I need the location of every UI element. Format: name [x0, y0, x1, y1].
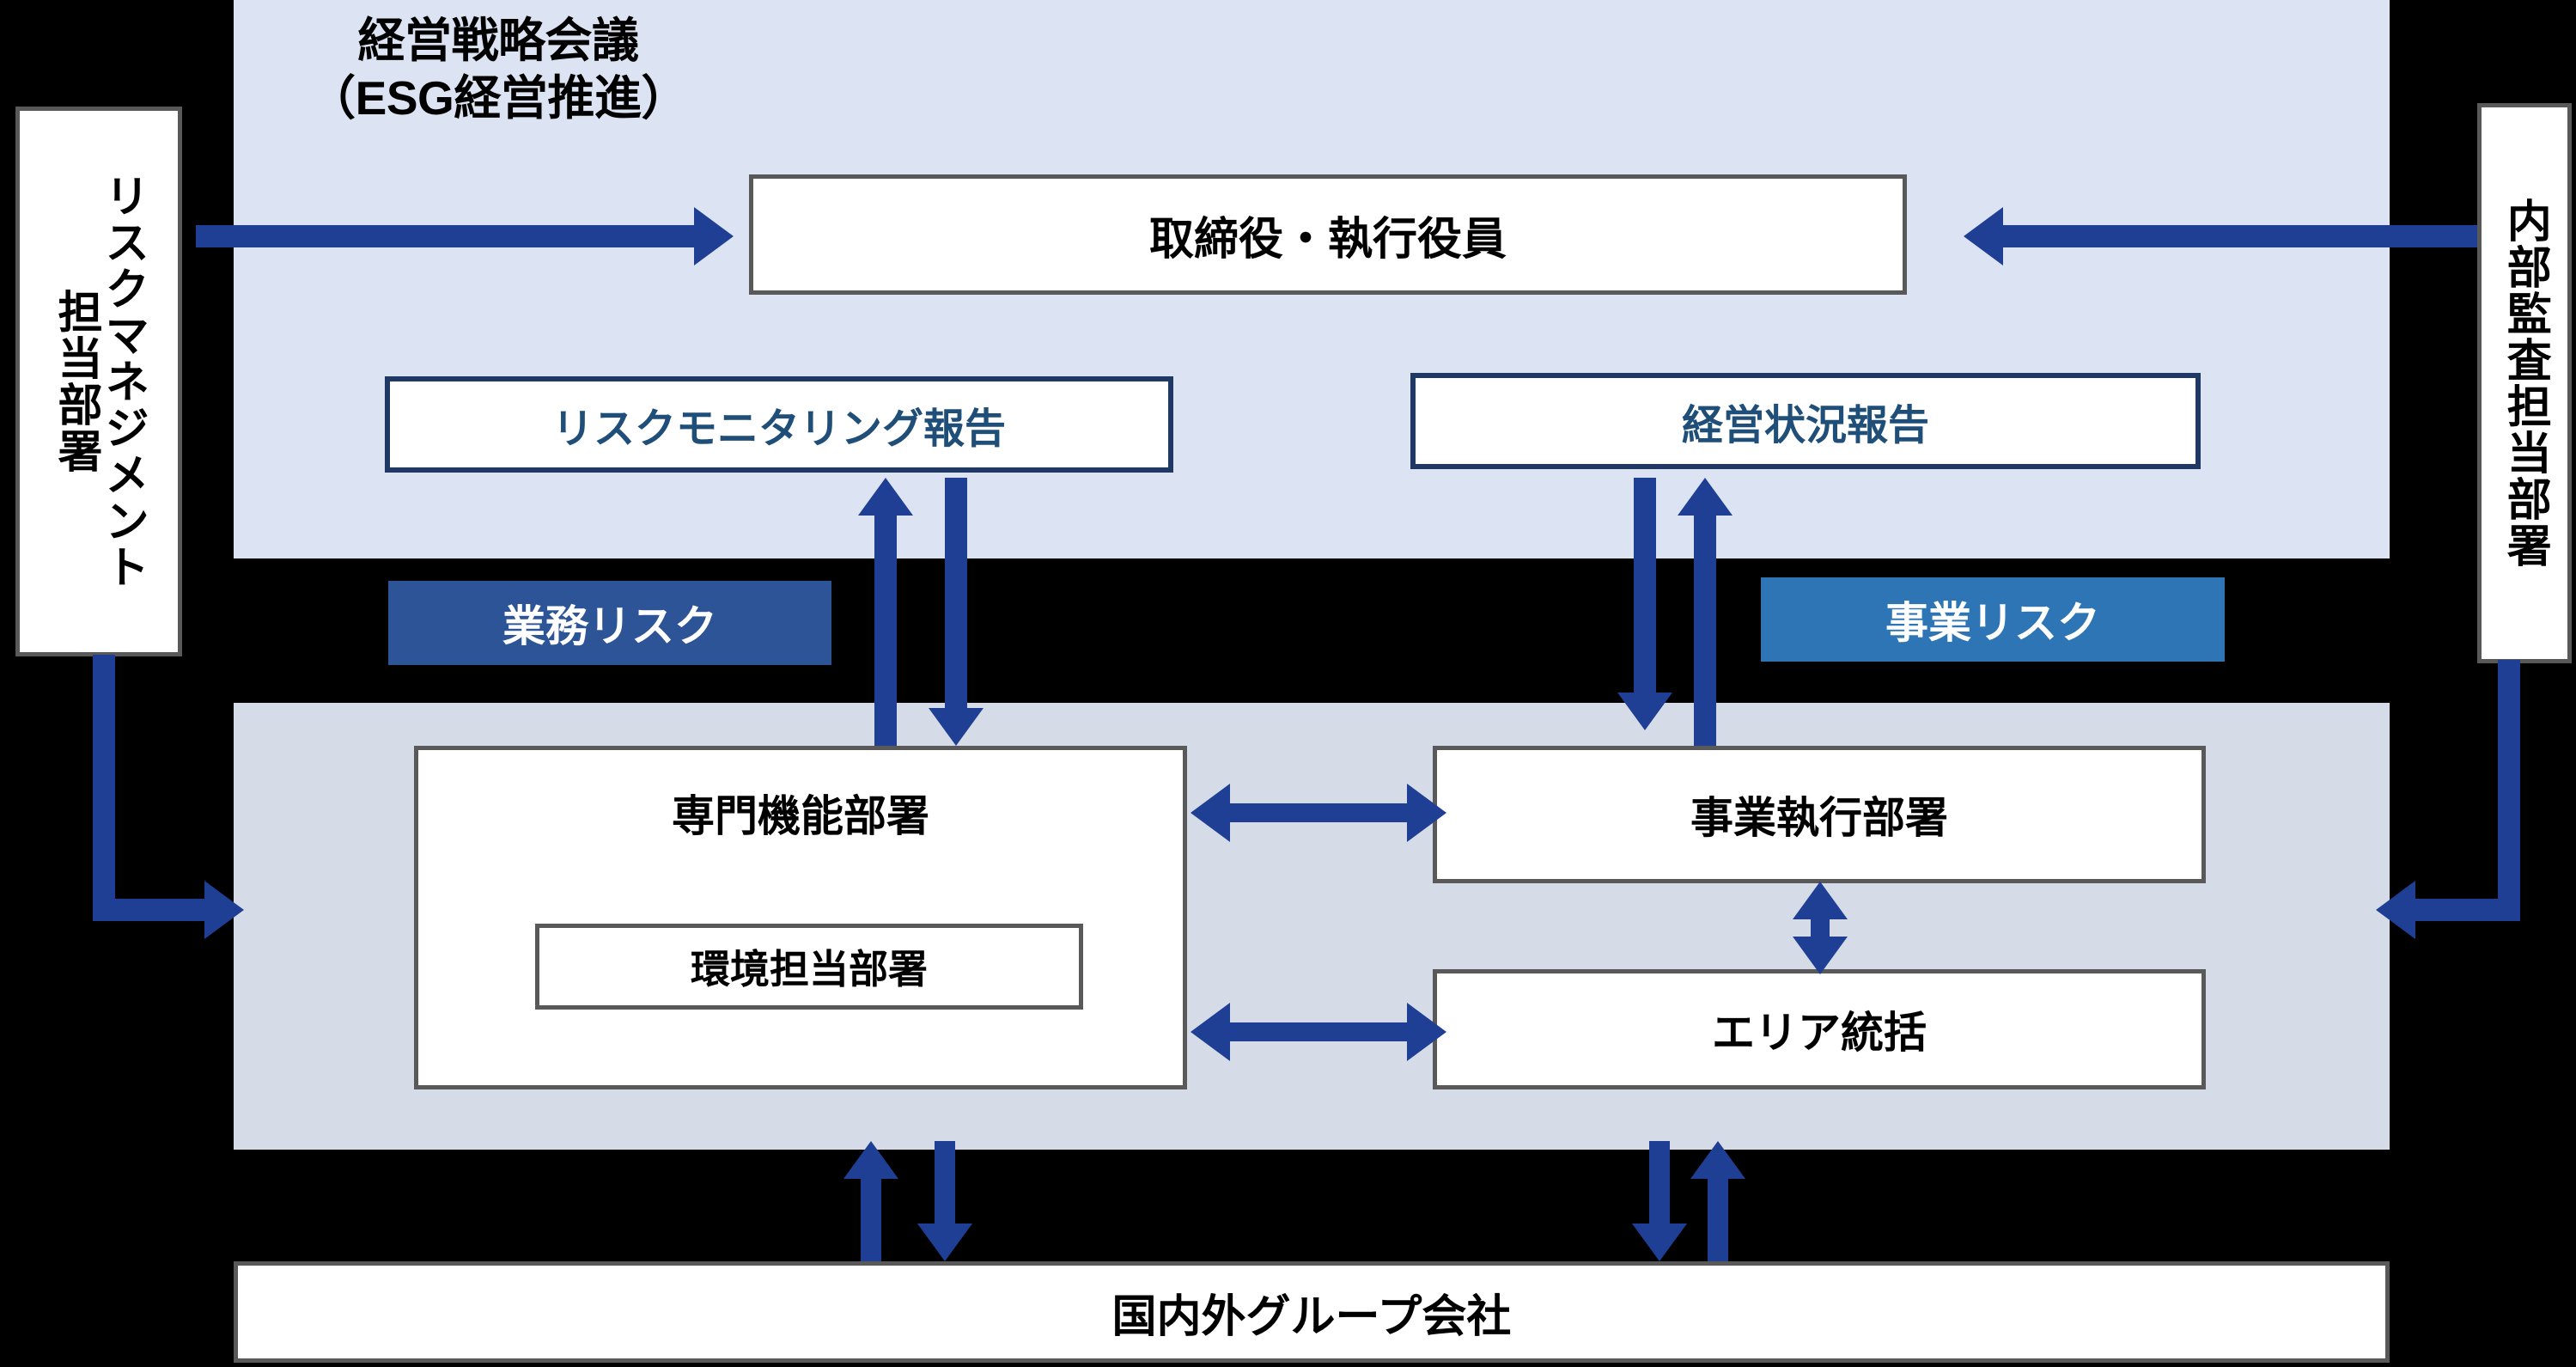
risk-management-label-main: リスクマネジメント [97, 173, 148, 590]
internal-audit-label: 内部監査担当部署 [2500, 198, 2550, 569]
arrow-exec-down-line [1634, 478, 1656, 699]
page-title-line2: （ESG経営推進） [308, 71, 688, 125]
arrow-group-right-down-head [1632, 1224, 1687, 1261]
arrow-group-right-up-line [1708, 1177, 1728, 1261]
group-companies-box[interactable]: 国内外グループ会社 [234, 1261, 2390, 1363]
business-risk-badge: 事業リスク [1761, 577, 2225, 662]
arrow-specfunc-up-head [858, 478, 913, 516]
arrow-specfunc-area-line [1228, 1022, 1410, 1041]
arrow-specfunc-down-line [945, 478, 967, 711]
arrow-specfunc-area-head-left [1191, 1003, 1230, 1061]
environment-department-box[interactable]: 環境担当部署 [535, 924, 1083, 1010]
arrow-specfunc-exec-head-right [1407, 784, 1446, 842]
risk-management-department-box[interactable]: リスクマネジメント 担当部署 [15, 107, 182, 656]
arrow-audit-elbow-horizontal [2414, 899, 2520, 921]
directors-executives-box[interactable]: 取締役・執行役員 [749, 174, 1907, 295]
arrow-exec-area-head-up [1793, 882, 1848, 919]
area-control-box[interactable]: エリア統括 [1433, 969, 2206, 1089]
arrow-riskmgmt-to-directors-line [196, 225, 699, 247]
arrow-group-left-up-line [861, 1177, 881, 1261]
operational-risk-badge: 業務リスク [388, 581, 831, 665]
arrow-specfunc-up-line [874, 514, 897, 746]
management-status-report-box[interactable]: 経営状況報告 [1410, 373, 2201, 469]
arrow-riskmgmt-elbow-vertical [93, 655, 115, 921]
page-title-line1: 経営戦略会議 [357, 14, 639, 67]
arrow-riskmgmt-elbow-horizontal [93, 899, 210, 921]
arrow-riskmgmt-elbow-head [204, 881, 244, 939]
arrow-group-left-down-line [935, 1141, 955, 1227]
arrow-audit-elbow-head [2376, 881, 2415, 939]
arrow-audit-to-directors-line [2003, 225, 2477, 247]
specialized-function-label: 専門機能部署 [672, 792, 929, 840]
risk-monitoring-report-box[interactable]: リスクモニタリング報告 [385, 376, 1173, 473]
arrow-group-left-up-head [843, 1141, 898, 1179]
arrow-specfunc-area-head-right [1407, 1003, 1446, 1061]
arrow-specfunc-down-head [929, 708, 984, 746]
page-title: 経営戦略会議 （ESG経営推進） [258, 12, 739, 127]
arrow-exec-down-head [1617, 693, 1672, 730]
arrow-specfunc-exec-head-left [1191, 784, 1230, 842]
internal-audit-department-box[interactable]: 内部監査担当部署 [2477, 103, 2572, 663]
business-execution-department-box[interactable]: 事業執行部署 [1433, 746, 2206, 883]
arrow-group-right-up-head [1690, 1141, 1745, 1179]
arrow-riskmgmt-to-directors-head [694, 207, 734, 265]
arrow-specfunc-exec-line [1228, 803, 1410, 822]
arrow-audit-to-directors-head [1964, 207, 2003, 265]
arrow-audit-elbow-vertical [2498, 660, 2520, 921]
arrow-exec-area-head-down [1793, 937, 1848, 974]
arrow-group-left-down-head [917, 1224, 972, 1261]
arrow-exec-up-line [1694, 514, 1716, 746]
risk-management-label-sub: 担当部署 [51, 289, 100, 474]
arrow-group-right-down-line [1649, 1141, 1670, 1227]
specialized-function-department-box[interactable]: 専門機能部署 環境担当部署 [414, 746, 1187, 1089]
arrow-exec-up-head [1678, 478, 1733, 516]
